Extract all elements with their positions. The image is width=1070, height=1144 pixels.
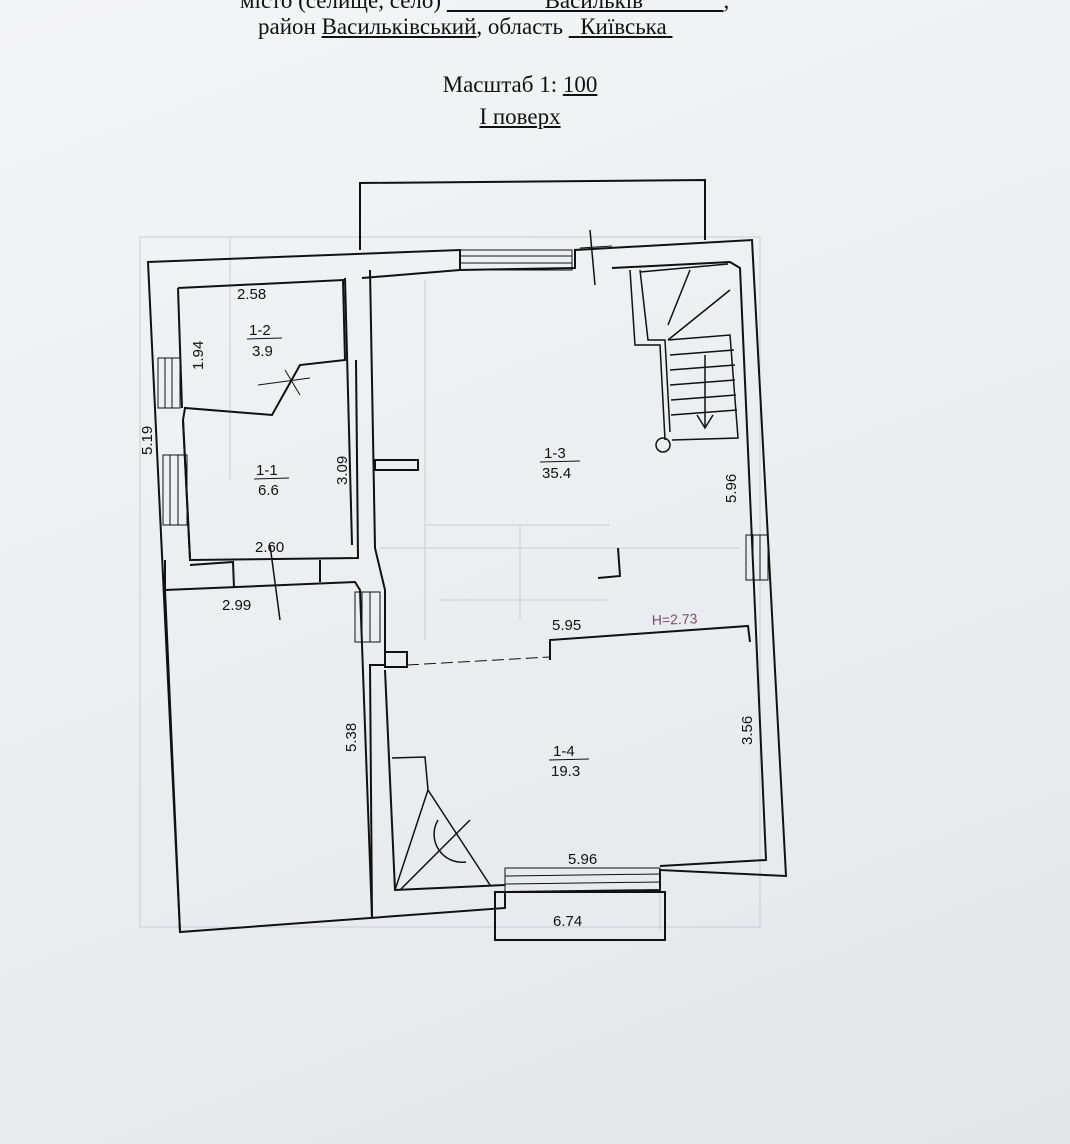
dim-3-56: 3.56 [739, 716, 756, 745]
window-right [745, 534, 769, 581]
room-area: 19.3 [551, 763, 580, 780]
region-label: область [487, 14, 563, 39]
room-area: 3.9 [252, 343, 273, 360]
fireplace [391, 756, 491, 891]
header-line-district: район Васильківський, область Київська [258, 14, 818, 40]
room-1-4: 1-4 19.3 [548, 743, 590, 780]
dim-5-95: 5.95 [552, 617, 581, 634]
inner-wall-edge [177, 278, 360, 562]
window-left-lower [162, 454, 188, 526]
region-value: Київська [580, 14, 667, 39]
bottom-porch [494, 891, 666, 941]
window-left-upper [157, 357, 181, 409]
settlement-suffix: , [723, 0, 730, 13]
room-area: 6.6 [258, 482, 279, 499]
dim-5-96-bottom: 5.96 [568, 851, 597, 868]
district-label: район [258, 14, 316, 39]
room-1-2: 1-2 3.9 [246, 322, 283, 360]
dim-2-99: 2.99 [222, 597, 251, 614]
room-1-3: 1-3 35.4 [539, 445, 581, 482]
settlement-value: Васильків [544, 0, 644, 13]
room-id: 1-4 [553, 743, 575, 760]
window-top [459, 249, 573, 271]
room-area: 35.4 [542, 465, 571, 482]
room-id: 1-2 [249, 322, 271, 339]
scale-value: 100 [562, 72, 598, 97]
window-bottom [504, 867, 661, 893]
dim-2-58: 2.58 [237, 286, 266, 303]
header-line-settlement: місто (селище, село) Васильків , [240, 0, 800, 14]
dim-1-94: 1.94 [190, 341, 207, 370]
ghost-lines [139, 236, 761, 930]
dim-5-19: 5.19 [139, 426, 156, 455]
floor-title: І поверх [479, 104, 561, 129]
settlement-label: місто (селище, село) [240, 0, 442, 13]
room-1-1: 1-1 6.6 [253, 462, 290, 499]
room-id: 1-3 [544, 445, 566, 462]
room-id: 1-1 [256, 462, 278, 479]
dim-5-38: 5.38 [343, 723, 360, 752]
dim-6-74: 6.74 [553, 913, 582, 930]
window-inner [354, 591, 381, 643]
dim-5-96-right: 5.96 [723, 474, 740, 503]
district-value: Васильківський [321, 14, 477, 39]
ceiling-height: H=2.73 [652, 610, 698, 628]
dim-3-09: 3.09 [334, 456, 351, 485]
scale-label: Масштаб 1: 100 [442, 72, 598, 97]
dim-2-60: 2.60 [255, 539, 284, 556]
staircase [629, 263, 739, 453]
porch-outline [359, 178, 706, 250]
